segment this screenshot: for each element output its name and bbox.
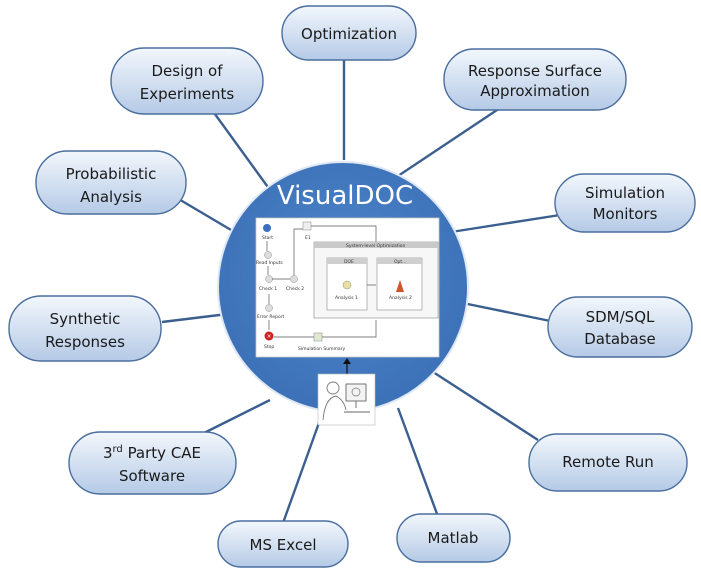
connector-design (211, 109, 271, 191)
ms-excel-label: MS Excel (250, 536, 317, 554)
user-at-computer-icon (317, 373, 376, 426)
response-surface-label-2: Approximation (480, 82, 589, 100)
check2-icon (290, 275, 298, 283)
design-label-2: Experiments (140, 85, 235, 103)
wf-error-report-label: Error Report (257, 314, 285, 320)
wf-read-inputs-label: Read Inputs (256, 260, 283, 266)
wf-e1-label: E1 (305, 235, 311, 241)
node-probabilistic-analysis: Probabilistic Analysis (35, 150, 187, 215)
analysis2-icon (396, 280, 404, 292)
connector-ms-excel (281, 419, 322, 524)
node-matlab: Matlab (396, 513, 511, 563)
sdm-sql-label-2: Database (584, 330, 656, 348)
node-ms-excel: MS Excel (217, 520, 349, 568)
node-simulation-monitors: Simulation Monitors (554, 173, 696, 233)
e1-icon (302, 221, 312, 231)
analysis1-icon (342, 280, 352, 290)
sdm-sql-label-1: SDM/SQL (586, 308, 655, 326)
simulation-monitors-label-1: Simulation (585, 184, 665, 202)
synthetic-label-2: Responses (45, 333, 125, 351)
design-label-1: Design of (151, 62, 223, 80)
third-party-label-1: 3rd Party CAE (103, 444, 201, 462)
synthetic-label-1: Synthetic (50, 310, 121, 328)
wf-opt-label: Opt... (394, 259, 406, 265)
visualdoc-hub: VisualDOC Start Read Inputs Check 1 Chec… (217, 161, 469, 426)
node-synthetic-responses: Synthetic Responses (8, 295, 162, 362)
matlab-label: Matlab (428, 529, 479, 547)
hub-title: VisualDOC (277, 181, 413, 211)
remote-run-label: Remote Run (562, 453, 653, 471)
wf-system-level-label: System-level Optimization (346, 243, 405, 249)
connector-matlab (396, 407, 442, 523)
wf-simulation-summary-label: Simulation Summary (298, 346, 345, 352)
response-surface-label-1: Response Surface (468, 62, 602, 80)
node-remote-run: Remote Run (528, 433, 688, 492)
simulation-summary-icon (313, 332, 323, 342)
wf-start-label: Start (262, 235, 273, 241)
wf-doe-label: DOE (344, 259, 354, 265)
start-icon (263, 224, 271, 232)
node-optimization: Optimization (281, 5, 417, 61)
probabilistic-label-1: Probabilistic (66, 165, 157, 183)
third-party-label-2: Software (119, 467, 185, 485)
wf-stop-label: Stop (264, 344, 274, 350)
node-design-of-experiments: Design of Experiments (110, 47, 264, 115)
wf-check1-label: Check 1 (259, 286, 277, 292)
optimization-label: Optimization (301, 25, 397, 43)
simulation-monitors-label-2: Monitors (593, 205, 658, 223)
node-third-party-cae-software: 3rd Party CAE Software (68, 431, 237, 495)
node-sdm-sql-database: SDM/SQL Database (547, 296, 693, 358)
error-report-icon (265, 304, 273, 312)
stop-icon (264, 331, 274, 341)
workflow-screenshot: Start Read Inputs Check 1 Check 2 E1 Err… (255, 217, 440, 358)
check1-icon (265, 275, 273, 283)
node-response-surface-approximation: Response Surface Approximation (443, 48, 627, 111)
wf-analysis1-label: Analysis 1 (335, 295, 358, 301)
wf-analysis2-label: Analysis 2 (389, 295, 412, 301)
probabilistic-label-2: Analysis (80, 188, 142, 206)
wf-check2-label: Check 2 (286, 286, 304, 292)
svg-text:×: × (266, 333, 271, 340)
read-inputs-icon (264, 251, 272, 259)
connector-response-surface (397, 107, 501, 177)
connector-remote-run (429, 368, 539, 442)
